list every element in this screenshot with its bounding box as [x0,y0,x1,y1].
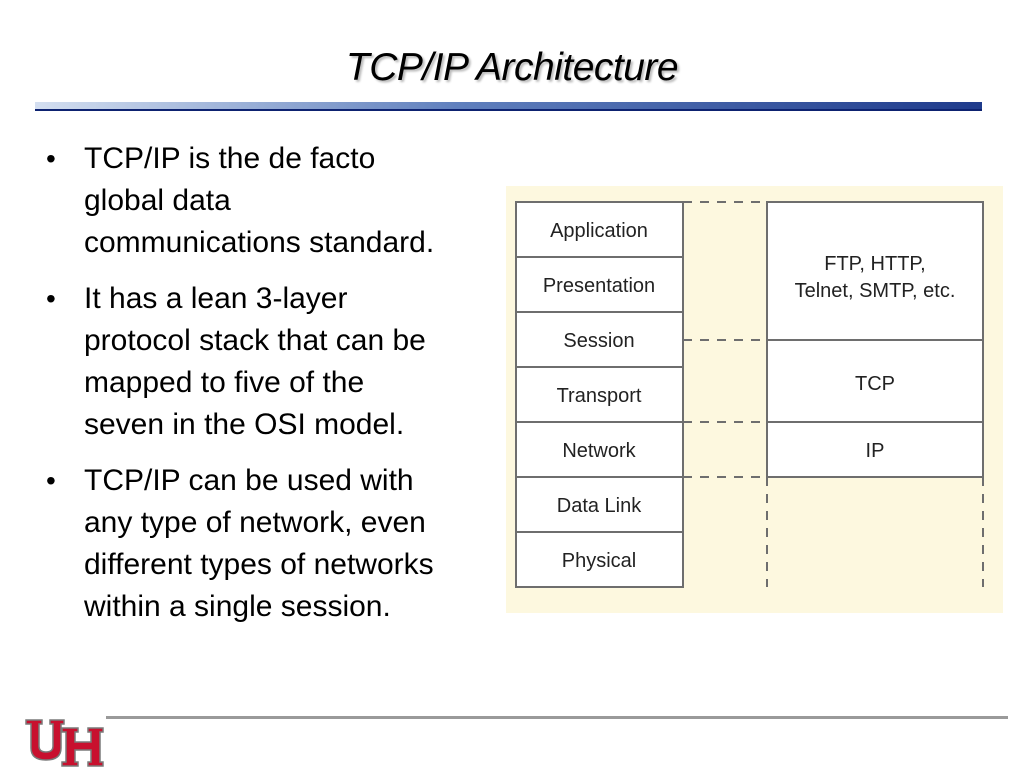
osi-layer-label: Session [563,330,634,352]
osi-layer-label: Transport [557,385,642,407]
osi-layer-label: Presentation [543,275,655,297]
tcpip-internet-label: IP [866,440,885,462]
bullet-line: mapped to five of the [84,366,365,399]
bullet-line: It has a lean 3-layer [84,282,348,315]
slide-title: TCP/IP Architecture [345,46,679,89]
bullet-item: • TCP/IP is the de facto global data com… [40,138,510,264]
bullet-list: • TCP/IP is the de facto global data com… [40,138,510,642]
tcpip-transport-label: TCP [855,373,895,395]
bullet-item: • TCP/IP can be used with any type of ne… [40,460,510,628]
osi-layer-box [515,531,684,588]
osi-layer-box [515,366,684,423]
tcpip-internet-box [766,421,984,478]
bullet-line: TCP/IP can be used with [84,464,414,497]
bullet-line: global data [84,184,231,217]
osi-layer-box [515,201,684,258]
uh-logo-icon [25,719,104,767]
osi-layer-box [515,256,684,313]
bullet-dot-icon: • [46,143,56,174]
bullet-item: • It has a lean 3-layer protocol stack t… [40,278,510,446]
osi-tcpip-diagram-svg: Application Presentation Session Transpo… [515,201,984,588]
tcpip-application-label: Telnet, SMTP, etc. [795,280,956,302]
bullet-line: different types of networks [84,548,434,581]
footer-divider [106,716,1008,719]
bullet-line: within a single session. [84,590,391,623]
bullet-dot-icon: • [46,283,56,314]
osi-tcpip-diagram: Application Presentation Session Transpo… [506,186,1003,613]
bullet-dot-icon: • [46,465,56,496]
tcpip-application-box [766,201,984,341]
tcpip-application-label: FTP, HTTP, [824,253,926,275]
bullet-line: communications standard. [84,226,435,259]
osi-layer-box [515,476,684,533]
osi-layer-label: Data Link [557,495,642,517]
osi-layer-label: Application [550,220,648,242]
title-divider [35,102,982,111]
bullet-line: any type of network, even [84,506,426,539]
bullet-line: TCP/IP is the de facto [84,142,376,175]
bullet-line: seven in the OSI model. [84,408,405,441]
bullet-line: protocol stack that can be [84,324,426,357]
osi-layer-label: Physical [562,550,636,572]
osi-layer-label: Network [562,440,636,462]
